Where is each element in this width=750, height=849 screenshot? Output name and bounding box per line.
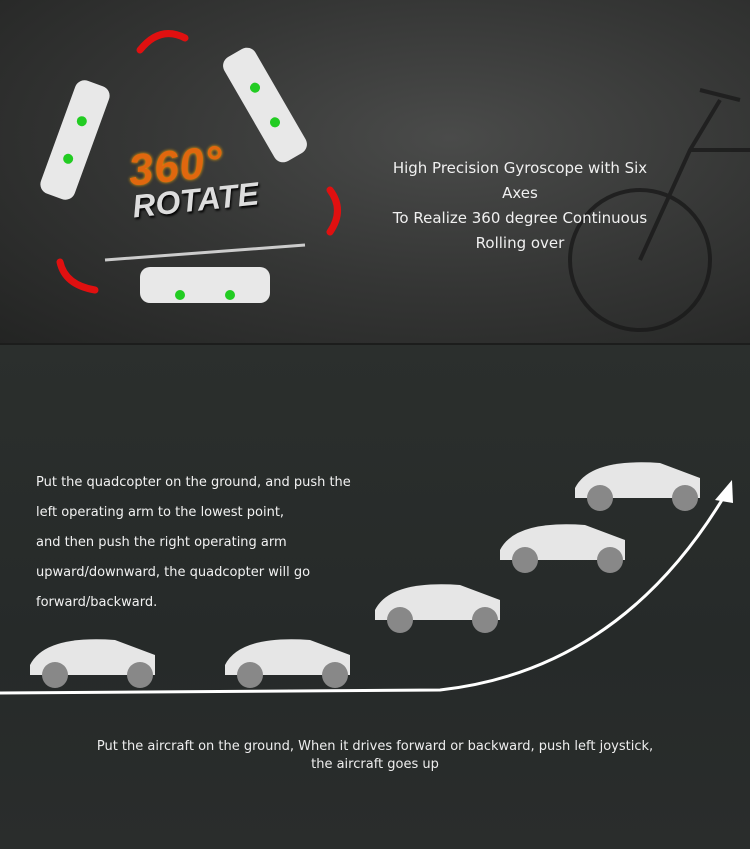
ascent-arrow [0,494,727,695]
caption-line: Put the aircraft on the ground, When it … [96,739,654,754]
gyro-line: To Realize 360 degree Continuous [392,209,648,227]
rotate-badge: 360° ROTATE [126,134,260,226]
rotation-section-background [0,0,750,345]
instruction-line: Put the quadcopter on the ground, and pu… [36,475,351,490]
drive-section-background [0,345,750,849]
drive-instructions: Put the quadcopter on the ground, and pu… [36,468,351,618]
car-icons [30,462,700,688]
drone-bottom [104,243,306,303]
gyro-description: High Precision Gyroscope with Six Axes T… [370,156,670,256]
takeoff-caption: Put the aircraft on the ground, When it … [0,738,750,774]
section-divider [0,343,750,345]
ascent-arrowhead [715,480,733,503]
instruction-line: left operating arm to the lowest point, [36,505,285,520]
instruction-line: and then push the right operating arm [36,535,287,550]
drone-left [40,80,110,200]
rotate-arrows [56,30,341,294]
gyro-line: Rolling over [475,234,565,252]
instruction-line: upward/downward, the quadcopter will go [36,565,311,580]
bicycle-silhouette [568,88,750,332]
caption-line: the aircraft goes up [311,757,439,772]
gyro-line: Axes [502,184,538,202]
instruction-line: forward/backward. [36,595,158,610]
drone-right [223,47,307,163]
gyro-line: High Precision Gyroscope with Six [392,159,648,177]
